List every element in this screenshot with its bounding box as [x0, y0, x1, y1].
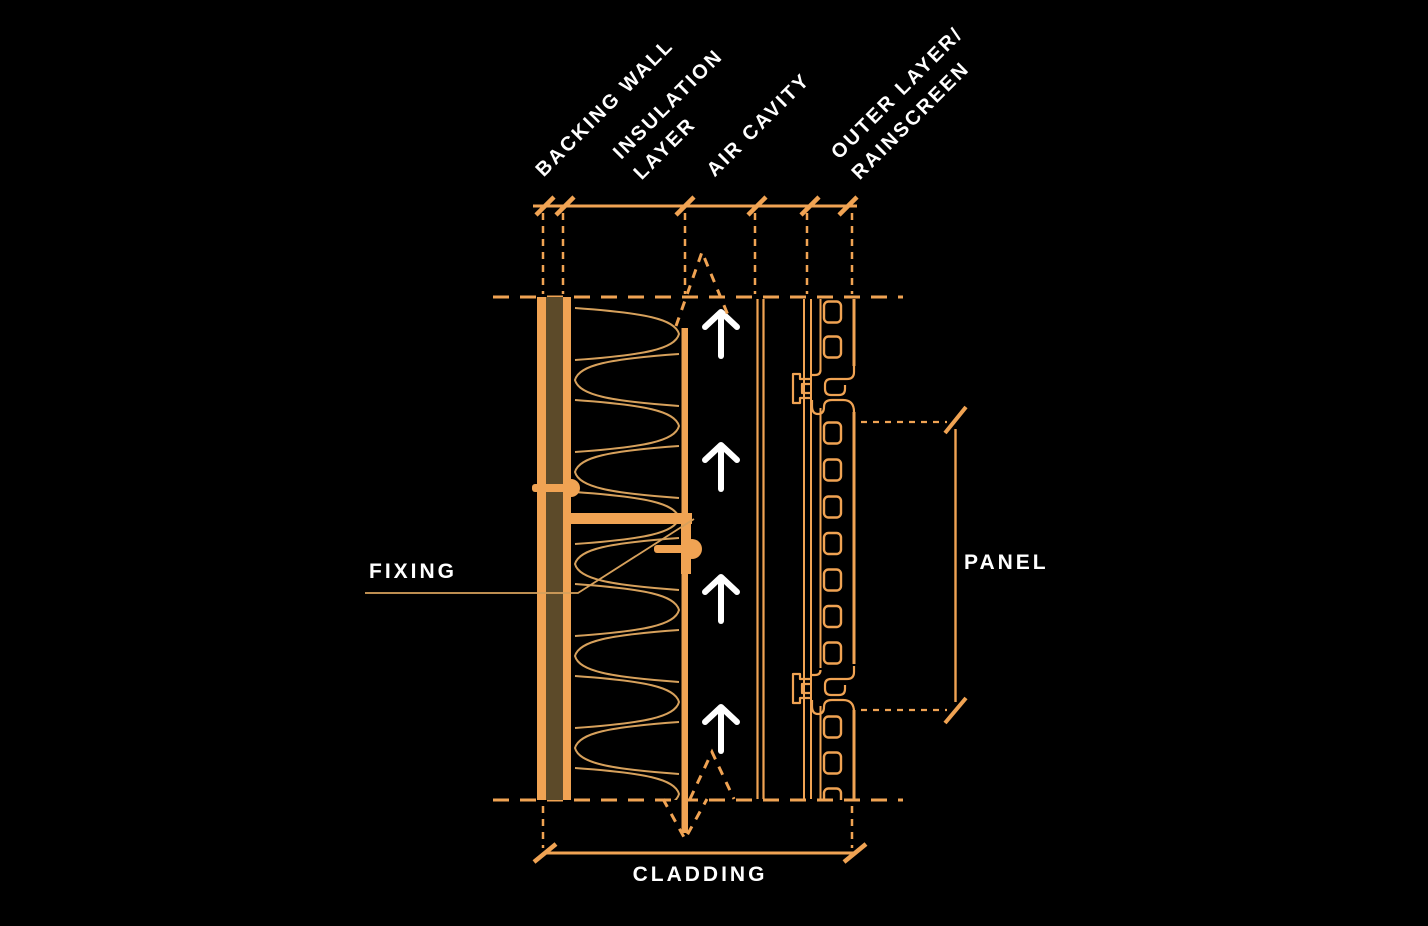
- panel-slot: [822, 531, 843, 556]
- rail-bolt: [654, 545, 690, 553]
- panel-joint-detail: [800, 382, 812, 395]
- panel-joints: [791, 366, 856, 716]
- airflow-continues-top-chevron: [674, 247, 732, 327]
- panel-slot: [822, 495, 843, 519]
- rail-bolt-head: [682, 539, 702, 559]
- airflow-continues-bottom-chevron: [688, 748, 736, 800]
- bracket-arm: [566, 513, 692, 524]
- panel-slot: [822, 604, 843, 629]
- panel-slot: [822, 335, 843, 359]
- panel-slot: [822, 421, 843, 445]
- insulation-batt-pattern: [573, 307, 681, 800]
- airflow-up-arrow: [702, 704, 740, 754]
- panel-slot: [822, 300, 843, 324]
- label-cladding: CLADDING: [632, 863, 768, 886]
- airflow-up-arrow: [702, 442, 740, 492]
- panel-slot: [822, 568, 843, 592]
- cladding-dimension: [532, 806, 868, 864]
- airflow-arrows: [702, 309, 740, 754]
- insulation-retainer-rail: [681, 328, 688, 833]
- panel-joint-detail: [811, 369, 822, 377]
- panel-slot: [822, 641, 843, 665]
- airflow-up-arrow: [702, 574, 740, 624]
- carrier-rail: [803, 299, 812, 799]
- panel-joint-detail: [810, 698, 856, 716]
- top-dimension-line: [533, 195, 859, 294]
- panel-joint-detail: [791, 672, 812, 705]
- backing-wall: [537, 297, 571, 800]
- panel-slot: [822, 787, 843, 800]
- panel-slot: [822, 751, 843, 775]
- panel-joint-detail: [800, 682, 812, 695]
- extension-lines: [541, 213, 854, 294]
- panel-joint-detail: [811, 669, 822, 677]
- panel-slot: [822, 715, 843, 739]
- label-panel: PANEL: [964, 551, 1049, 574]
- panel-joint-detail: [823, 666, 856, 697]
- cavity-membrane: [756, 299, 765, 799]
- rail-continues-bottom-chevron: [661, 798, 709, 843]
- panel-dimension: [861, 405, 968, 725]
- panel-slot: [822, 458, 843, 482]
- fixing-leader-line: [365, 518, 695, 594]
- wall-bolt: [532, 484, 570, 492]
- panel-joint-detail: [791, 372, 812, 405]
- panel-joint-detail: [810, 398, 856, 416]
- panel-slots: [822, 300, 843, 800]
- panel-joint-detail: [823, 366, 856, 397]
- fixing-bracket: [532, 479, 702, 574]
- continuation-chevrons: [661, 247, 736, 843]
- dimension-ticks: [534, 195, 859, 217]
- airflow-up-arrow: [702, 309, 740, 359]
- label-fixing: FIXING: [369, 560, 458, 583]
- rainscreen-panel: [791, 299, 856, 800]
